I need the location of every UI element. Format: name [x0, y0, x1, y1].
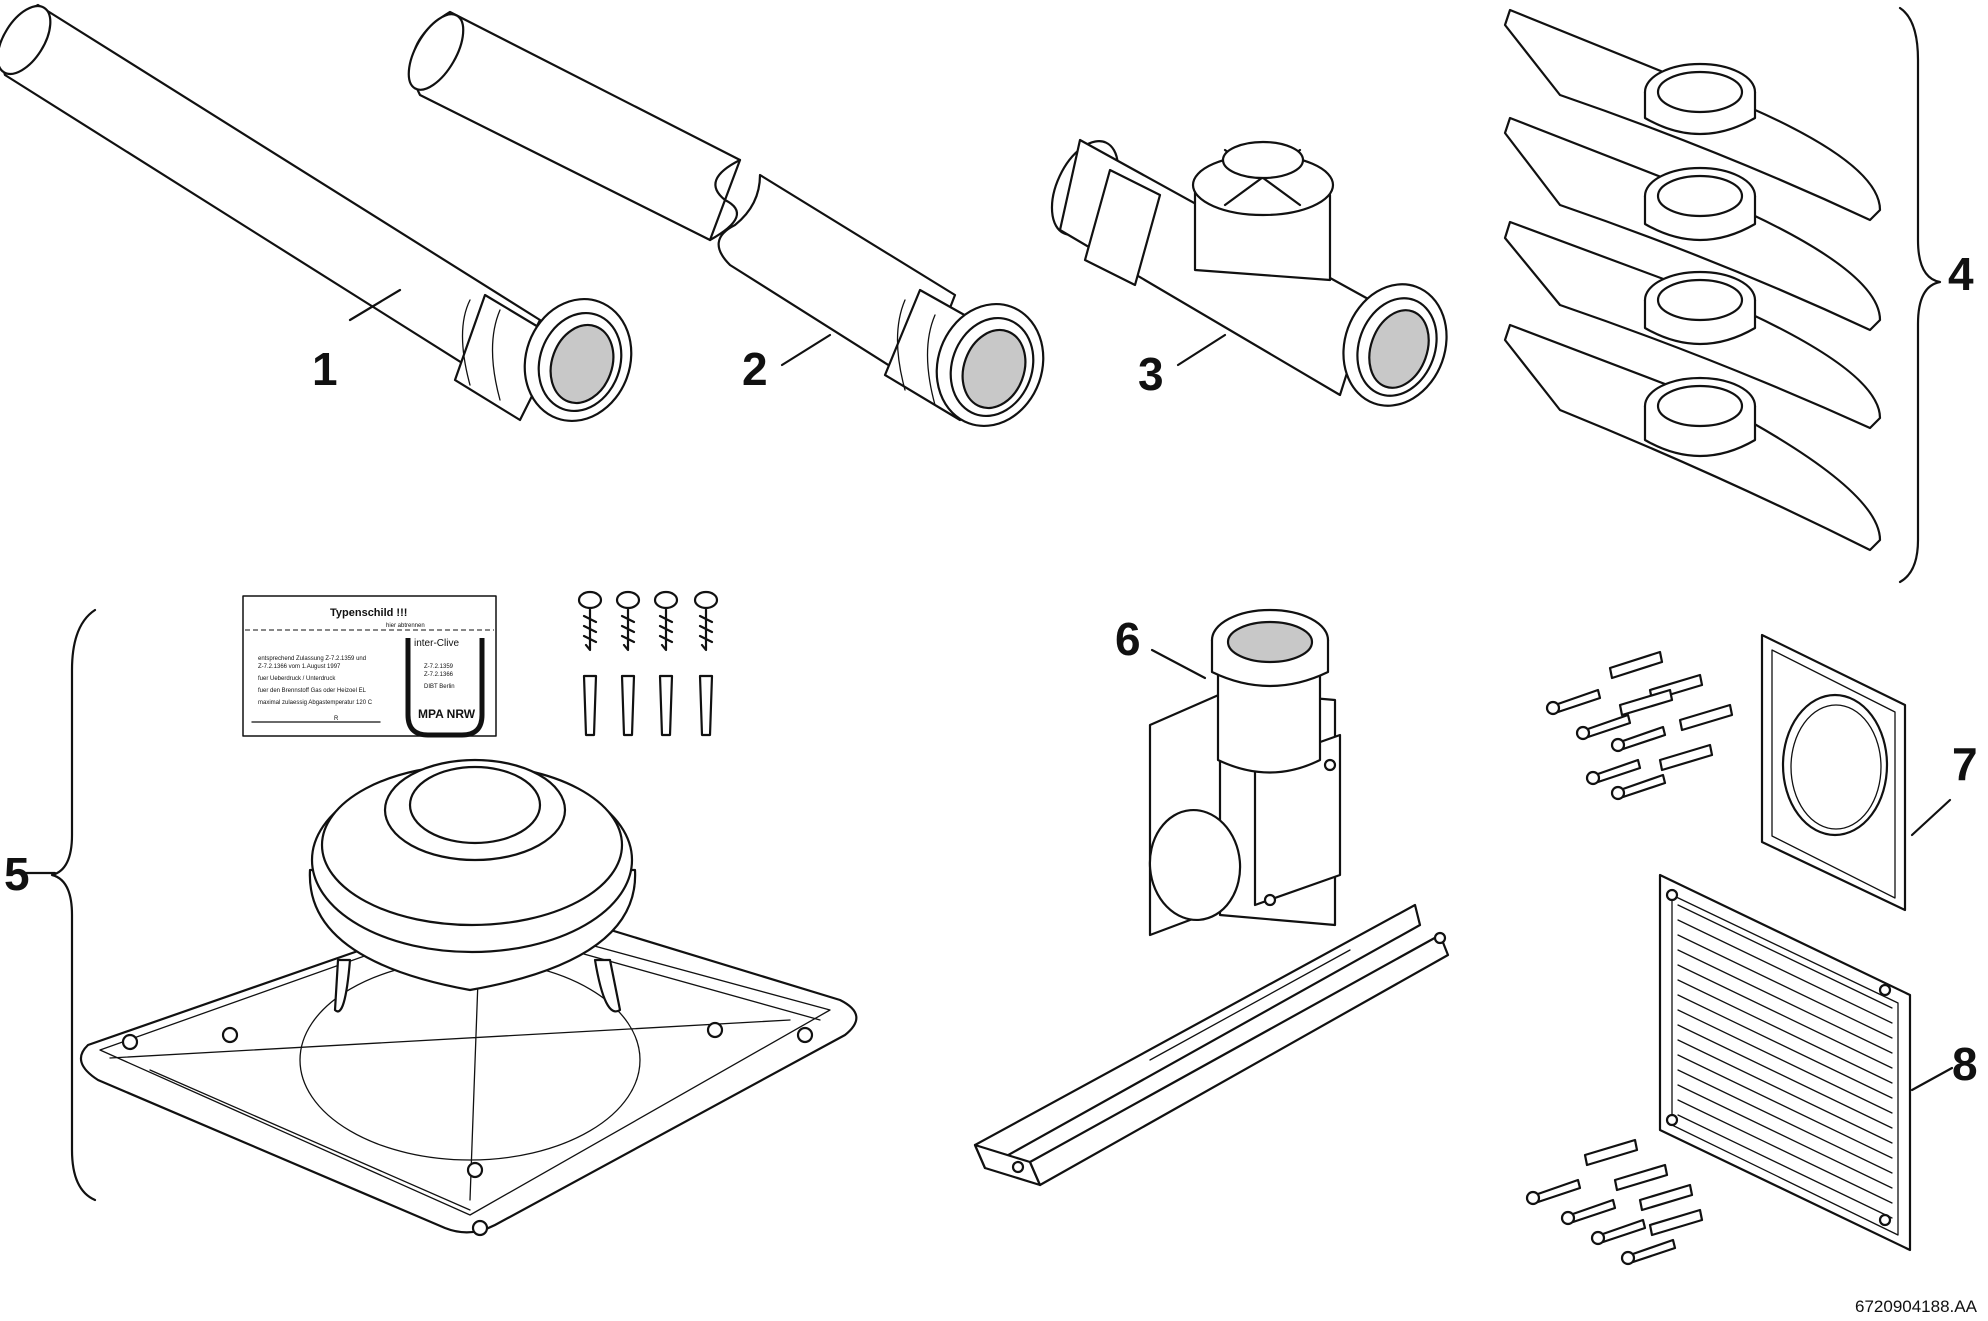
part-3-leader — [1176, 333, 1227, 367]
type-plate-approval-2: Z-7.2.1366 — [424, 672, 454, 678]
part-number-3: 3 — [1138, 348, 1164, 400]
part-6-leader — [1150, 648, 1207, 680]
type-plate-line-1: entsprechend Zulassung Z-7.2.1359 und — [258, 656, 366, 662]
part-4-brackets — [1503, 6, 1942, 584]
part-6-support — [973, 608, 1450, 1187]
part-1-pipe — [0, 3, 633, 423]
type-plate-title: Typenschild !!! — [330, 607, 407, 619]
part-number-6: 6 — [1115, 613, 1141, 665]
part-number-7: 7 — [1952, 738, 1978, 790]
reference-code: 6720904188.AA — [1855, 1297, 1978, 1316]
grille-louvres — [1677, 904, 1893, 1219]
part-number-5: 5 — [4, 848, 30, 900]
part-3-tee — [1050, 138, 1448, 407]
part-2-pipe — [407, 10, 1045, 428]
bracket-4 — [1503, 323, 1882, 552]
part-number-2: 2 — [742, 343, 768, 395]
type-plate-tear-note: hier abtrennen — [386, 623, 425, 629]
part-8-leader — [1910, 1066, 1954, 1092]
type-plate-line-3: fuer Ueberdruck / Unterdruck — [258, 676, 336, 682]
part-5-roof-flashing: Typenschild !!! hier abtrennen entsprech… — [23, 590, 858, 1237]
part-8-grille — [1525, 873, 1954, 1266]
type-plate-signature: R — [334, 716, 339, 722]
bracket-1 — [1503, 8, 1882, 222]
part-number-4: 4 — [1948, 248, 1974, 300]
screws-row — [577, 590, 719, 652]
type-plate-authority: MPA NRW — [418, 707, 476, 721]
part-number-1: 1 — [312, 343, 338, 395]
part-5-brace — [50, 608, 97, 1202]
type-plate-brand: inter-Clive — [414, 638, 459, 649]
type-plate-line-2: Z-7.2.1366 vom 1.August 1997 — [258, 664, 341, 670]
fixings-8 — [1525, 1138, 1704, 1266]
part-number-8: 8 — [1952, 1038, 1978, 1090]
type-plate: Typenschild !!! hier abtrennen entsprech… — [242, 595, 497, 738]
type-plate-line-5: maximal zulaessig Abgastemperatur 120 C — [258, 700, 373, 706]
type-plate-approval-1: Z-7.2.1359 — [424, 664, 454, 670]
type-plate-approval-3: DIBT Berlin — [424, 684, 455, 690]
part-7-leader — [1910, 798, 1952, 837]
dowels-row — [582, 674, 714, 737]
part-2-leader — [780, 333, 832, 367]
bracket-3 — [1503, 220, 1882, 430]
bracket-2 — [1503, 116, 1882, 332]
type-plate-line-4: fuer den Brennstoff Gas oder Heizoel EL — [258, 688, 367, 694]
part-1-leader — [348, 288, 402, 322]
fixings-7 — [1545, 650, 1734, 801]
part-7-wall-plate — [1545, 633, 1952, 912]
part-4-brace — [1898, 6, 1942, 584]
